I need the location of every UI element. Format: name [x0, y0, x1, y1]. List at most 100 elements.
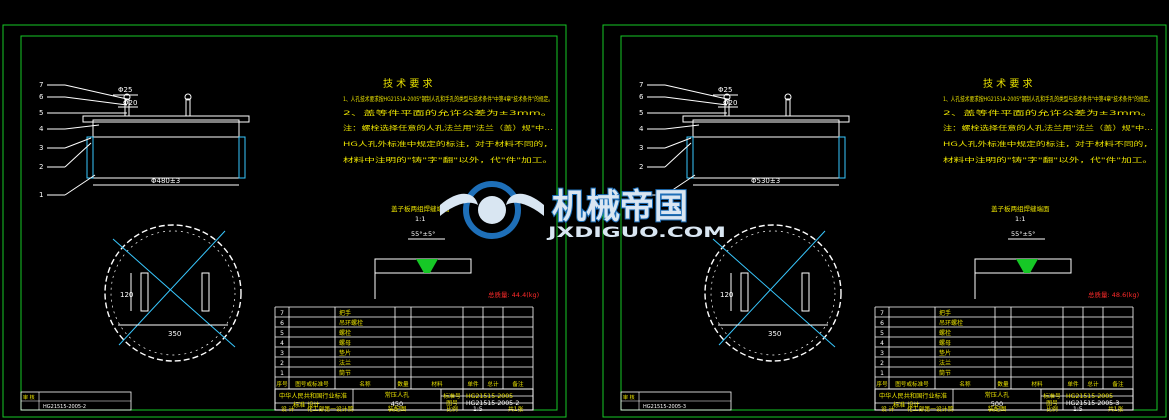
section-scale: 1:1 — [415, 215, 425, 223]
handle-post-right — [785, 98, 791, 117]
handle-knob-right — [184, 93, 192, 101]
standard-number: HG21515-2005 — [466, 393, 513, 400]
tech-note: 2、盖等件平面的允许公差为±3mm。 — [943, 108, 1153, 117]
bom-item-number: 5 — [880, 330, 884, 337]
watermark-title: 机械帝国 — [552, 187, 688, 227]
bolt-circle — [710, 230, 836, 356]
standard-number-label: 标准号 — [1043, 392, 1061, 400]
technical-requirements: 技 术 要 求1、人孔技术要求按HG21514-2005"钢制人孔和手孔的类型与… — [343, 77, 553, 164]
bom-header-cell: 图号或标准号 — [295, 380, 329, 388]
bom-item-name: 筒节 — [339, 369, 351, 377]
part-number-3: 3 — [39, 144, 43, 152]
bom-item-name: 吊环螺栓 — [939, 319, 963, 327]
leader-line — [64, 84, 128, 100]
bom-item-name: 螺栓 — [939, 329, 951, 337]
checker-label: 审 核 — [623, 394, 635, 401]
bom-item-number: 5 — [280, 330, 284, 337]
left-wing-icon — [440, 193, 478, 216]
bom-header-cell: 图号或标准号 — [895, 380, 929, 388]
bom-item-number: 7 — [880, 310, 884, 317]
leader-line — [64, 174, 96, 196]
leader-line — [64, 124, 100, 130]
leader-line — [664, 84, 728, 100]
dimension-label: Φ480±3 — [151, 177, 180, 185]
nominal-size: 450 — [391, 400, 403, 408]
designer-label: 设 计 — [881, 405, 895, 413]
bom-item-name: 筒节 — [939, 369, 951, 377]
bom-header-cell: 序号 — [276, 380, 288, 388]
part-number-7: 7 — [39, 81, 43, 89]
tech-note: HG人孔外标准中规定的标注，对于材料不同的， — [943, 139, 1153, 148]
issuing-organization: 中华人民共和国行业标准 — [279, 392, 347, 400]
tech-note: 1、人孔技术要求按HG21514-2005"钢制人孔和手孔的类型与技术条件"中第… — [343, 94, 553, 103]
drawing-number-label: 图号 — [1046, 399, 1058, 407]
company-name: 化工部第一设计院 — [907, 405, 954, 413]
drawing-number-label: 图号 — [446, 399, 458, 407]
dimension-label: 350 — [168, 330, 181, 338]
flange-left — [686, 136, 694, 179]
part-number-6: 6 — [39, 93, 44, 101]
leader-line — [64, 96, 128, 106]
part-number-6: 6 — [639, 93, 644, 101]
bom-item-number: 6 — [280, 320, 284, 327]
part-number-5: 5 — [639, 109, 643, 117]
flange-right — [838, 136, 846, 179]
bom-item-number: 2 — [280, 360, 284, 367]
standard-number: HG21515-2005 — [1066, 393, 1113, 400]
sheet-outer-frame — [2, 24, 567, 418]
bom-header-cell: 序号 — [876, 380, 888, 388]
watermark-subtitle: JXDIGUO.COM — [546, 225, 726, 241]
leader-line — [664, 124, 700, 130]
center-line-diagonal — [712, 238, 836, 348]
flange-right — [238, 136, 246, 179]
standard-name: 标准 设计 — [293, 401, 320, 409]
part-number-1: 1 — [39, 191, 43, 199]
tech-note: 2、盖等件平面的允许公差为±3mm。 — [343, 108, 553, 117]
standard-number-label: 标准号 — [443, 392, 461, 400]
revision-drawing-number: HG21515-2005-2 — [43, 404, 86, 410]
bom-item-name: 把手 — [339, 309, 351, 317]
bom-header-cell: 备注 — [512, 380, 524, 388]
revision-drawing-number: HG21515-2005-3 — [643, 404, 686, 410]
manhole-cover-plate — [682, 115, 850, 123]
handle-slot-right — [201, 272, 210, 312]
sheet-count: 共1张 — [508, 405, 523, 413]
scale-value: 1:5 — [1073, 406, 1083, 413]
drawing-type: 装配图 — [988, 405, 1007, 413]
cover-outline-circle — [704, 224, 842, 362]
leader-line — [664, 137, 692, 149]
weld-bead — [1016, 259, 1038, 273]
dimension-label: Φ25 — [118, 86, 132, 94]
bom-item-name: 法兰 — [939, 359, 951, 367]
bom-item-number: 3 — [880, 350, 884, 357]
revision-strip: HG21515-2005-2审 核 — [20, 391, 132, 411]
bom-header-cell: 材料 — [431, 380, 443, 388]
section-title: 盖子板两组焊缝端面 — [991, 204, 1050, 213]
bolt-circle — [110, 230, 236, 356]
tech-note: 材料中注明的"铸"字"翻"以外，代"件"加工。 — [943, 155, 1153, 164]
bom-item-name: 垫片 — [939, 349, 951, 357]
bom-header-cell: 总计 — [1087, 380, 1099, 388]
tech-note: 1、人孔技术要求按HG21514-2005"钢制人孔和手孔的类型与技术条件"中第… — [943, 94, 1153, 103]
dimension-label: 120 — [120, 291, 133, 299]
handle-slot-left — [140, 272, 149, 312]
title-block-frame — [274, 388, 534, 411]
tech-note: HG人孔外标准中规定的标注，对于材料不同的， — [343, 139, 553, 148]
bom-item-number: 1 — [880, 370, 884, 377]
drawing-number: HG21515-2005-3 — [1066, 400, 1119, 407]
weld-bead — [416, 259, 438, 273]
handle-post-right — [185, 98, 191, 117]
revision-strip: HG21515-2005-3 审 核 — [620, 391, 732, 411]
gear-icon — [463, 181, 521, 239]
handle-knob-left — [123, 93, 131, 101]
section-angle-label: 55°±5° — [411, 230, 435, 238]
bom-item-name: 把手 — [939, 309, 951, 317]
bom-header-cell: 单件 — [1067, 380, 1079, 388]
tech-note: 材料中注明的"铸"字"翻"以外，代"件"加工。 — [343, 155, 553, 164]
